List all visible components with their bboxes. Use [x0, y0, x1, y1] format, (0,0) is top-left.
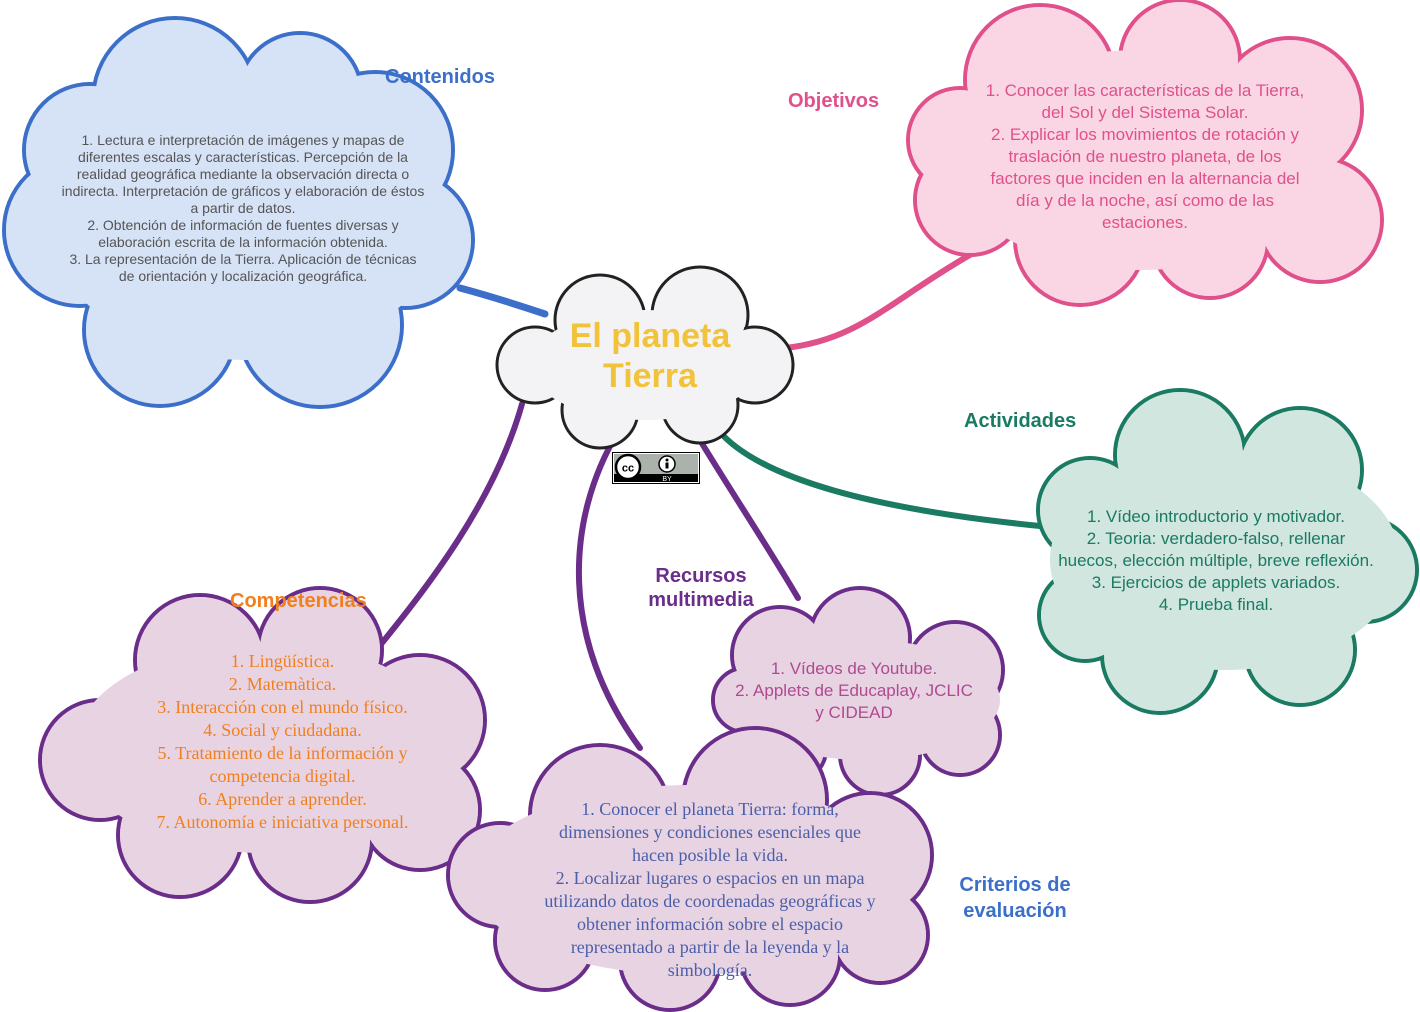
text-line: día y de la noche, así como de las — [1016, 191, 1274, 210]
text-line: 2. Teoria: verdadero-falso, rellenar — [1086, 529, 1346, 548]
text-line: utilizando datos de coordenadas geográfi… — [544, 891, 876, 911]
text-line: 4. Prueba final. — [1158, 595, 1274, 614]
text-line: 2. Obtención de información de fuentes d… — [87, 217, 399, 233]
text-line: 2. Applets de Educaplay, JCLIC — [735, 681, 973, 700]
text-line: representado a partir de la leyenda y la — [570, 937, 850, 957]
text-line: 1. Conocer las características de la Tie… — [985, 81, 1305, 100]
svg-text:cc: cc — [622, 463, 634, 475]
criterios-title: Criterios de evaluación — [940, 872, 1090, 924]
text-line: 4. Social y ciudadana. — [203, 720, 362, 740]
connector-criterios — [575, 429, 643, 751]
text-line: competencia digital. — [209, 766, 356, 786]
text-line: 2. Localizar lugares o espacios en un ma… — [555, 868, 865, 888]
text-line: obtener información sobre el espacio — [577, 914, 843, 934]
text-line: Tierra — [603, 357, 697, 395]
text-line: simbología. — [667, 960, 753, 980]
text-line: 1. Vídeos de Youtube. — [770, 659, 938, 678]
text-line: 1. Lectura e interpretación de imágenes … — [81, 132, 405, 148]
criterios-text: 1. Conocer el planeta Tierra: forma, dime… — [500, 798, 920, 982]
text-line: huecos, elección múltiple, breve reflexi… — [1058, 551, 1374, 570]
text-line: factores que inciden en la alternancia d… — [990, 169, 1300, 188]
actividades-text: 1. Vídeo introductorio y motivador. 2. Te… — [1026, 506, 1406, 616]
text-line: 3. Interacción con el mundo físico. — [157, 697, 408, 717]
text-line: a partir de datos. — [190, 200, 296, 216]
text-line: estaciones. — [1102, 213, 1188, 232]
text-line: traslación de nuestro planeta, de los — [1008, 147, 1282, 166]
text-line: evaluación — [963, 900, 1067, 922]
text-line: indirecta. Interpretación de gráficos y … — [61, 183, 425, 199]
text-line: 2. Explicar los movimientos de rotación … — [990, 125, 1300, 144]
text-line: 6. Aprender a aprender. — [198, 789, 367, 809]
text-line: 5. Tratamiento de la información y — [157, 743, 408, 763]
contenidos-title: Contenidos — [385, 66, 495, 88]
connector-contenidos — [456, 284, 549, 318]
text-line: Recursos — [655, 565, 747, 587]
contenidos-text: 1. Lectura e interpretación de imágenes … — [28, 132, 458, 285]
text-line: de orientación y localización geográfica… — [118, 268, 368, 284]
cc-by-label: BY — [662, 476, 672, 483]
cc-by-icon: cc BY — [612, 452, 700, 484]
objetivos-text: 1. Conocer las características de la Tie… — [940, 80, 1350, 234]
text-line: El planeta — [569, 317, 731, 355]
text-line: diferentes escalas y características. Pe… — [78, 149, 408, 165]
connector-objetivos — [782, 249, 978, 351]
connector-competencias — [365, 401, 525, 663]
text-line: hacen posible la vida. — [632, 845, 788, 865]
text-line: 7. Autonomía e iniciativa personal. — [156, 812, 409, 832]
competencias-title: Competencias — [230, 590, 367, 612]
text-line: 1. Vídeo introductorio y motivador. — [1087, 507, 1345, 526]
text-line: multimedia — [648, 589, 754, 611]
text-line: 1. Conocer el planeta Tierra: forma, — [581, 799, 839, 819]
text-line: realidad geográfica mediante la observac… — [76, 166, 410, 182]
text-line: y CIDEAD — [815, 703, 893, 722]
competencias-text: 1. Lingüística. 2. Matemàtica. 3. Interacc… — [110, 650, 455, 834]
objetivos-title: Objetivos — [788, 90, 880, 112]
text-line: elaboración escrita de la información ob… — [98, 234, 388, 250]
text-line: 1. Lingüística. — [230, 651, 335, 671]
text-line: dimensiones y condiciones esenciales que — [559, 822, 861, 842]
text-line: 2. Matemàtica. — [228, 674, 337, 694]
connector-actividades — [715, 427, 1043, 529]
text-line: Criterios de — [959, 874, 1071, 896]
text-line: 3. La representación de la Tierra. Aplic… — [69, 251, 417, 267]
text-line: del Sol y del Sistema Solar. — [1041, 103, 1249, 122]
connector-recursos — [692, 429, 801, 601]
actividades-title: Actividades — [964, 410, 1077, 432]
recursos-text: 1. Vídeos de Youtube. 2. Applets de Educa… — [704, 658, 1004, 724]
text-line: 3. Ejercicios de applets variados. — [1091, 573, 1341, 592]
